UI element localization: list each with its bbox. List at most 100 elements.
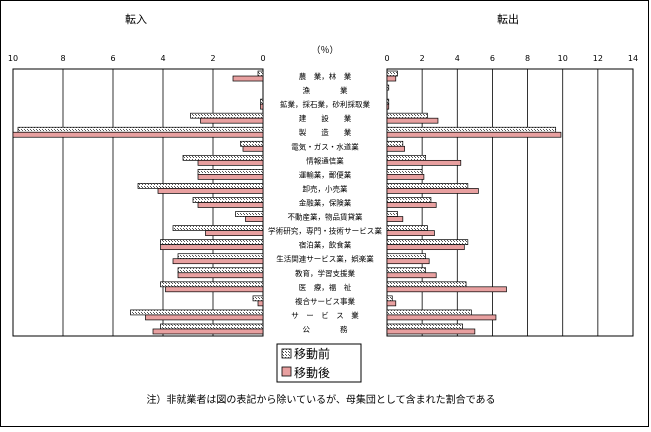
bar-out-before <box>386 267 427 274</box>
bar-out-before <box>386 309 472 316</box>
bar-out-before <box>386 140 404 147</box>
category-label: 公 務 <box>303 324 348 334</box>
category-label: サ ー ビ ス 業 <box>291 310 359 320</box>
category-label: 複合サービス事業 <box>295 296 355 306</box>
footnote: 注）非就業者は図の表記から除いているが、母集団として含まれた割合である <box>146 393 495 406</box>
bar-out-after <box>386 202 437 208</box>
bar-out-before <box>386 98 390 105</box>
bar-out-before <box>386 112 428 119</box>
bar-in-after <box>205 230 264 236</box>
category-label: 不動産業，物品賃貸業 <box>288 212 363 222</box>
category-label: 漁 業 <box>303 85 348 95</box>
bar-out-before <box>386 84 390 91</box>
category-label: 学術研究，専門・技術サービス業 <box>268 226 383 236</box>
category-label: 農 業，林 業 <box>299 71 352 81</box>
category-label: 医 療，福 祉 <box>299 282 352 292</box>
bar-in-after <box>232 75 264 82</box>
bar-in-before <box>137 183 264 189</box>
category-label: 生活関連サービス業，娯楽業 <box>276 254 374 264</box>
bar-in-after <box>172 258 264 265</box>
right-tick-label: 6 <box>490 54 495 63</box>
bar-in-before <box>160 281 264 288</box>
bar-in-after <box>260 103 264 110</box>
bar-in-before <box>160 323 264 330</box>
bar-out-before <box>386 239 469 246</box>
category-label: 教育，学習支援業 <box>295 268 355 278</box>
bar-in-before <box>240 140 264 147</box>
bar-out-after <box>386 272 437 279</box>
bar-out-after <box>386 328 476 335</box>
bar-in-after <box>200 117 264 124</box>
bar-in-before <box>17 126 264 133</box>
bar-out-before <box>386 323 463 330</box>
bar-out-before <box>386 70 398 77</box>
bar-out-after <box>386 131 562 138</box>
left-tick-label: 10 <box>8 54 18 63</box>
bar-out-before <box>386 183 469 189</box>
category-label: 建 設 業 <box>299 113 352 123</box>
panel-title-out: 転出 <box>497 12 519 26</box>
right-tick-label: 14 <box>628 54 638 63</box>
bar-out-after <box>386 300 397 307</box>
bar-in-after <box>145 314 264 321</box>
category-label: 鉱業，採石業，砂利採取業 <box>280 99 370 109</box>
bar-in-before <box>177 253 264 260</box>
bar-in-before <box>192 197 264 203</box>
bar-out-before <box>386 253 427 260</box>
bar-out-after <box>386 314 497 321</box>
bar-out-before <box>386 197 432 203</box>
left-tick-label: 0 <box>260 54 265 63</box>
bar-out-after <box>386 244 465 251</box>
bar-in-before <box>190 112 264 119</box>
bar-out-after <box>386 216 404 222</box>
left-tick-label: 4 <box>160 54 165 63</box>
bar-in-after <box>177 272 264 279</box>
unit-label: （％） <box>311 45 338 56</box>
bar-in-after <box>157 188 264 194</box>
right-tick-label: 0 <box>384 54 389 63</box>
bar-in-before <box>177 267 264 274</box>
bar-out-after <box>386 188 479 194</box>
bar-out-after <box>386 145 405 152</box>
bar-out-before <box>386 211 398 217</box>
legend-swatch-before <box>281 348 292 359</box>
bar-out-after <box>386 117 439 124</box>
bar-out-before <box>386 126 557 133</box>
bar-in-before <box>260 98 264 105</box>
category-label: 製 造 業 <box>299 127 352 137</box>
right-tick-label: 8 <box>525 54 530 63</box>
bar-out-after <box>386 159 462 166</box>
bar-in-after <box>197 202 264 208</box>
bar-in-before <box>182 154 264 161</box>
bar-in-after <box>152 328 264 335</box>
bar-in-before <box>172 225 264 231</box>
bar-out-before <box>386 281 467 288</box>
bar-in-before <box>252 295 264 302</box>
right-tick-label: 2 <box>420 54 425 63</box>
bar-in-after <box>160 244 264 251</box>
bar-out-before <box>386 295 393 302</box>
right-tick-label: 12 <box>593 54 603 63</box>
bar-in-after <box>245 216 264 222</box>
category-label: 金融業，保険業 <box>299 198 352 208</box>
bar-out-after <box>386 174 425 180</box>
category-label: 情報通信業 <box>306 155 344 165</box>
bar-out-after <box>386 286 507 293</box>
left-tick-label: 6 <box>110 54 115 63</box>
bar-in-after <box>242 145 264 152</box>
bar-in-after <box>197 174 264 180</box>
bar-in-before <box>257 70 264 77</box>
category-label: 運輸業，郵便業 <box>299 169 352 179</box>
bar-in-after <box>165 286 264 293</box>
bar-out-after <box>386 75 397 82</box>
bar-in-after <box>12 131 264 138</box>
bar-out-before <box>386 154 427 161</box>
left-tick-label: 8 <box>60 54 65 63</box>
right-tick-label: 10 <box>558 54 568 63</box>
bar-out-after <box>386 258 430 265</box>
category-label: 電気・ガス・水道業 <box>291 141 359 151</box>
bar-in-before <box>197 169 264 175</box>
bar-in-before <box>130 309 264 316</box>
